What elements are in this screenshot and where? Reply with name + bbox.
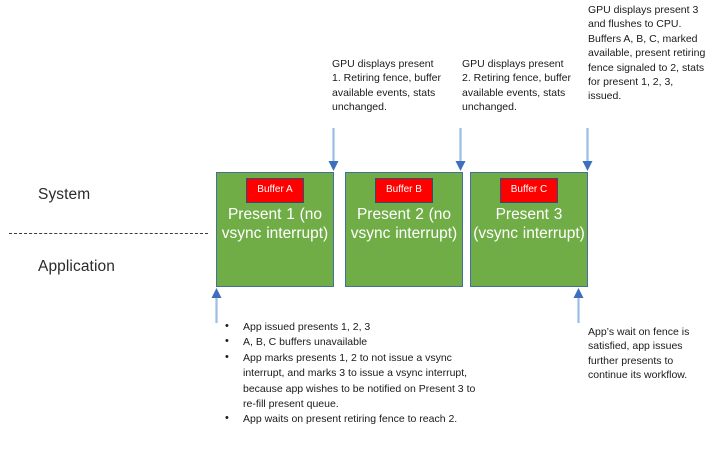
arrow-up-from-app-wait-icon bbox=[572, 287, 585, 323]
buffer-chip-a: Buffer A bbox=[246, 178, 304, 203]
lane-divider-dashed-line bbox=[9, 233, 208, 234]
buffer-chip-c: Buffer C bbox=[499, 178, 559, 203]
present-box-3: Buffer C Present 3 (vsync interrupt) bbox=[470, 172, 588, 287]
annotation-present-2: GPU displays present 2. Retiring fence, … bbox=[462, 58, 571, 114]
list-item: App waits on present retiring fence to r… bbox=[222, 411, 482, 427]
lane-label-system: System bbox=[38, 186, 91, 203]
present-box-1: Buffer A Present 1 (no vsync interrupt) bbox=[216, 172, 334, 287]
list-item: A, B, C buffers unavailable bbox=[222, 334, 482, 350]
annotation-app-wait: App’s wait on fence is satisfied, app is… bbox=[588, 326, 690, 382]
list-item: App marks presents 1, 2 to not issue a v… bbox=[222, 350, 482, 413]
app-behavior-bullet-list: App issued presents 1, 2, 3 A, B, C buff… bbox=[222, 319, 482, 428]
arrow-up-from-bullet-list-icon bbox=[210, 287, 223, 323]
list-item: App issued presents 1, 2, 3 bbox=[222, 319, 482, 335]
present-box-2: Buffer B Present 2 (no vsync interrupt) bbox=[345, 172, 463, 287]
annotation-present-1: GPU displays present 1. Retiring fence, … bbox=[332, 58, 441, 114]
buffer-chip-b: Buffer B bbox=[375, 178, 433, 203]
annotation-present-3: GPU displays present 3 and flushes to CP… bbox=[588, 4, 706, 103]
present-title-1: Present 1 (no vsync interrupt) bbox=[221, 206, 329, 242]
present-title-3: Present 3 (vsync interrupt) bbox=[473, 206, 585, 242]
arrow-down-to-present-3-icon bbox=[581, 128, 594, 172]
arrow-down-to-present-1-icon bbox=[327, 128, 340, 172]
lane-label-application: Application bbox=[38, 258, 115, 275]
arrow-down-to-present-2-icon bbox=[454, 128, 467, 172]
present-title-2: Present 2 (no vsync interrupt) bbox=[350, 206, 458, 242]
